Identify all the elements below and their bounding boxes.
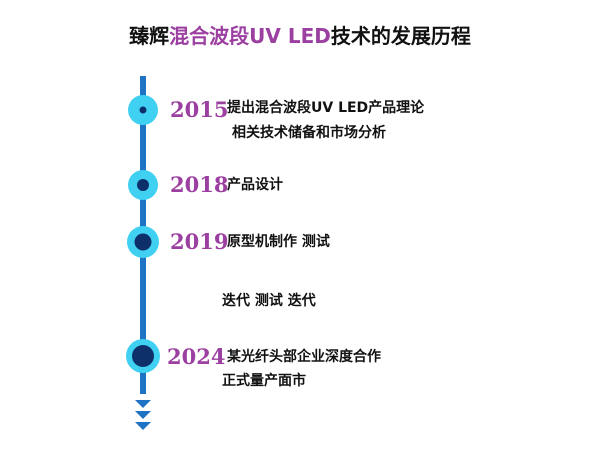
title-suffix: 技术的发展历程 <box>330 24 471 48</box>
title-accent: 混合波段UV LED <box>169 24 331 48</box>
timeline-node-2018 <box>128 170 158 200</box>
page-title: 臻辉混合波段UV LED技术的发展历程 <box>0 20 600 49</box>
title-prefix: 臻辉 <box>129 24 170 48</box>
milestone-2015-line1: 提出混合波段UV LED产品理论 <box>227 100 425 116</box>
milestone-2024-line2: 正式量产面市 <box>222 373 306 389</box>
down-arrow-icon <box>135 400 151 408</box>
timeline-node-2019 <box>127 226 159 258</box>
timeline-node-2024 <box>126 339 160 373</box>
milestone-2018-line1: 产品设计 <box>227 177 283 193</box>
down-arrow-icon <box>135 422 151 430</box>
milestone-2015-line2: 相关技术储备和市场分析 <box>232 125 386 141</box>
down-arrow-icon <box>135 411 151 419</box>
year-2015: 2015 <box>170 97 229 122</box>
year-2024: 2024 <box>167 344 226 369</box>
year-2019: 2019 <box>170 229 229 254</box>
continuation-arrows <box>135 400 151 433</box>
milestone-2024-line1: 某光纤头部企业深度合作 <box>227 349 381 365</box>
timeline-node-2015 <box>128 95 158 125</box>
year-2018: 2018 <box>170 172 229 197</box>
milestone-2019-line1: 原型机制作 测试 <box>227 234 330 250</box>
milestone-iteration-line1: 迭代 测试 迭代 <box>222 293 316 309</box>
